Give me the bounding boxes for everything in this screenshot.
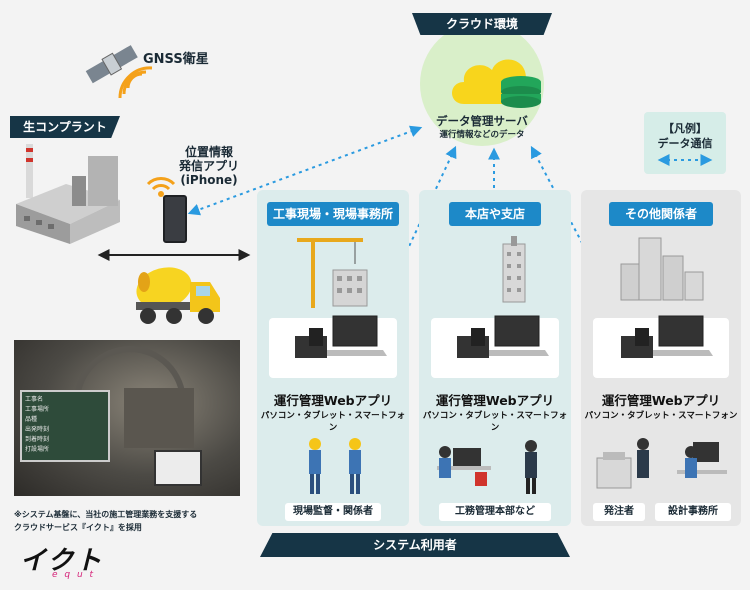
- role-label: 発注者: [593, 503, 645, 521]
- users-tag: システム利用者: [260, 533, 570, 557]
- crane-building-icon: [297, 238, 368, 308]
- wifi-icon: [146, 177, 176, 197]
- iphone-device-icon: [163, 195, 187, 243]
- app-devices: パソコン・タブレット・スマートフォン: [584, 411, 738, 421]
- legend-arrow-icon: [657, 154, 713, 166]
- arrow-server-iphone: [187, 125, 423, 216]
- office-tower-icon: [502, 236, 526, 303]
- arrow-server-site: [368, 145, 457, 333]
- role-label: 設計事務所: [655, 503, 731, 521]
- footnote-line1: ※システム基盤に、当社の施工管理業務を支援する: [14, 510, 198, 519]
- photo-truck: [124, 388, 194, 448]
- panel-site-header: 工事現場・現場事務所: [267, 202, 399, 226]
- site-photo: 工事名 工事場所 品種 出発時刻 到着時刻 打設場所: [14, 340, 240, 496]
- footnote: ※システム基盤に、当社の施工管理業務を支援する クラウドサービス『イクト』を採用: [14, 508, 197, 534]
- concrete-plant-icon: [16, 144, 120, 244]
- panel-others-header: その他関係者: [609, 202, 713, 226]
- equt-logo-sub: e q u t: [52, 570, 96, 580]
- app-devices: パソコン・タブレット・スマートフォン: [422, 411, 568, 433]
- app-title: 運行管理Webアプリ: [601, 393, 721, 408]
- role-label: 工務管理本部など: [439, 503, 551, 521]
- site-workers-icon: [309, 438, 361, 494]
- office-workers-icon: [437, 440, 537, 494]
- devices-icon: [621, 315, 713, 358]
- app-title: 運行管理Webアプリ: [273, 393, 393, 408]
- gnss-label: GNSS衛星: [143, 52, 209, 67]
- legend-item-label: データ通信: [657, 137, 713, 150]
- board-line: 出発時刻: [25, 426, 50, 433]
- plant-tag: 生コンプラント: [10, 116, 120, 138]
- board-line: 品種: [25, 416, 38, 423]
- buildings-icon: [620, 237, 704, 301]
- iphone-label-line1: 位置情報: [184, 145, 233, 159]
- mixer-truck-icon: [136, 267, 220, 324]
- iphone-label-line2: 発信アプリ: [178, 159, 239, 173]
- panel-branch-header: 本店や支店: [449, 202, 541, 226]
- app-devices: パソコン・タブレット・スマートフォン: [260, 411, 406, 433]
- satellite-icon: [85, 45, 153, 99]
- equt-logo: イクト: [20, 546, 104, 576]
- panel-others: その他関係者 運行管理Webアプリ パソコン・タブレット・スマートフォン 発注者…: [581, 190, 741, 526]
- footnote-line2: クラウドサービス『イクト』を採用: [14, 523, 142, 532]
- cloud-database-icon: [452, 59, 541, 108]
- iphone-app-label: 位置情報 発信アプリ (iPhone): [172, 145, 246, 187]
- app-title: 運行管理Webアプリ: [435, 393, 555, 408]
- board-line: 打設場所: [25, 446, 50, 453]
- board-line: 工事場所: [25, 406, 50, 413]
- server-title: データ管理サーバ: [436, 114, 528, 128]
- photo-laptop: [154, 450, 202, 486]
- client-designer-icon: [596, 438, 727, 489]
- site-blackboard: 工事名 工事場所 品種 出発時刻 到着時刻 打設場所: [20, 390, 110, 462]
- devices-icon: [295, 315, 387, 358]
- legend: 【凡例】 データ通信: [644, 112, 726, 174]
- legend-title: 【凡例】: [663, 122, 707, 135]
- devices-icon: [457, 315, 549, 358]
- iphone-label-line3: (iPhone): [180, 173, 238, 187]
- board-line: 工事名: [25, 396, 44, 403]
- panel-branch: 本店や支店 運行管理Webアプリ パソコン・タブレット・スマートフォン 工務管理…: [419, 190, 571, 526]
- board-line: 到着時刻: [25, 436, 50, 443]
- cloud-tag: クラウド環境: [412, 13, 552, 35]
- server-subtitle: 運行情報などのデータ: [439, 130, 525, 140]
- role-label: 現場監督・関係者: [285, 503, 381, 521]
- panel-site: 工事現場・現場事務所 運行管理Webアプリ パソコン・タブレット・スマートフォン…: [257, 190, 409, 526]
